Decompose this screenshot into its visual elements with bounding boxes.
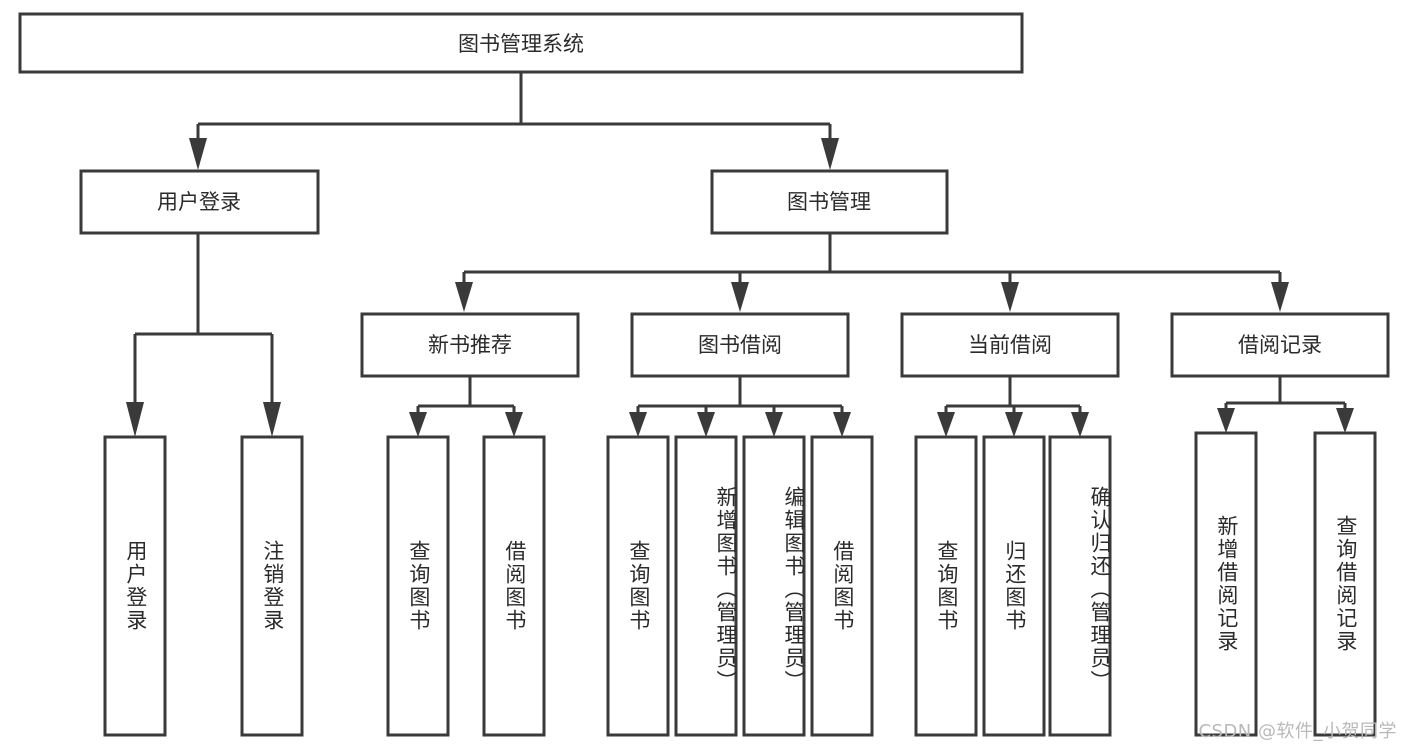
node-book-management[interactable]: 图书管理	[710, 169, 949, 235]
arrow-user-login	[189, 138, 207, 170]
borrow-record-box[interactable]	[1170, 312, 1390, 378]
arrow-borrow-record	[1271, 282, 1289, 312]
connectors-book-management-to-level3	[455, 233, 1289, 312]
leaf-box-add-book[interactable]	[674, 435, 738, 737]
arrow-leaf-edit-book	[765, 412, 783, 437]
connectors-new-book-to-leaves	[409, 376, 523, 437]
connectors-book-borrow-to-leaves	[629, 376, 851, 437]
node-new-book-recommend[interactable]: 新书推荐	[360, 312, 580, 378]
arrow-current-borrow	[1001, 282, 1019, 312]
leaf-box-borrow-book-2[interactable]	[810, 435, 874, 737]
arrow-leaf-return-book	[1005, 412, 1023, 437]
leaf-box-borrow-book-1[interactable]	[482, 435, 546, 737]
leaf-box-logout[interactable]	[240, 435, 304, 737]
leaf-box-query-book-1[interactable]	[386, 435, 450, 737]
arrow-book-borrow	[731, 282, 749, 312]
watermark-text: CSDN @软件_小贺同学	[1198, 721, 1397, 742]
leaf-box-confirm-return[interactable]	[1048, 435, 1112, 737]
arrow-leaf-query-book-1	[409, 412, 427, 437]
book-management-box[interactable]	[710, 169, 949, 235]
node-borrow-record[interactable]: 借阅记录	[1170, 312, 1390, 378]
node-root[interactable]: 图书管理系统	[18, 12, 1024, 74]
new-book-recommend-box[interactable]	[360, 312, 580, 378]
connectors-borrow-record-to-leaves	[1217, 376, 1354, 433]
connectors-current-borrow-to-leaves	[937, 376, 1089, 437]
connectors-user-login-to-leaves	[126, 233, 281, 437]
connectors-root-to-level2	[189, 72, 839, 170]
arrow-leaf-query-book-2	[629, 412, 647, 437]
arrow-leaf-logout	[263, 402, 281, 437]
arrow-leaf-add-book	[697, 412, 715, 437]
arrow-book-management	[821, 138, 839, 170]
leaf-box-edit-book[interactable]	[742, 435, 806, 737]
user-login-box[interactable]	[79, 169, 320, 235]
current-borrow-box[interactable]	[900, 312, 1120, 378]
book-borrow-box[interactable]	[630, 312, 850, 378]
leaf-box-add-record[interactable]	[1194, 431, 1258, 737]
arrow-leaf-add-record	[1217, 408, 1235, 433]
arrow-leaf-query-record	[1336, 408, 1354, 433]
node-book-borrow[interactable]: 图书借阅	[630, 312, 850, 378]
book-borrow-label: 图书借阅	[698, 333, 782, 357]
leaf-box-return-book[interactable]	[982, 435, 1046, 737]
arrow-leaf-borrow-book-1	[505, 412, 523, 437]
leaf-box-query-book-3[interactable]	[914, 435, 978, 737]
leaf-box-user-login[interactable]	[103, 435, 167, 737]
arrow-leaf-confirm-return	[1071, 412, 1089, 437]
current-borrow-label: 当前借阅	[968, 333, 1052, 357]
root-box[interactable]	[18, 12, 1024, 74]
book-management-label: 图书管理	[787, 190, 871, 214]
arrow-new-book-recommend	[455, 282, 473, 312]
user-login-label: 用户登录	[157, 190, 241, 214]
root-label: 图书管理系统	[458, 32, 584, 56]
node-current-borrow[interactable]: 当前借阅	[900, 312, 1120, 378]
arrow-leaf-user-login	[126, 402, 144, 437]
node-user-login[interactable]: 用户登录	[79, 169, 320, 235]
borrow-record-label: 借阅记录	[1238, 333, 1322, 357]
leaf-box-query-record[interactable]	[1313, 431, 1377, 737]
arrow-leaf-query-book-3	[937, 412, 955, 437]
new-book-recommend-label: 新书推荐	[428, 333, 512, 357]
arrow-leaf-borrow-book-2	[833, 412, 851, 437]
leaf-box-query-book-2[interactable]	[606, 435, 670, 737]
